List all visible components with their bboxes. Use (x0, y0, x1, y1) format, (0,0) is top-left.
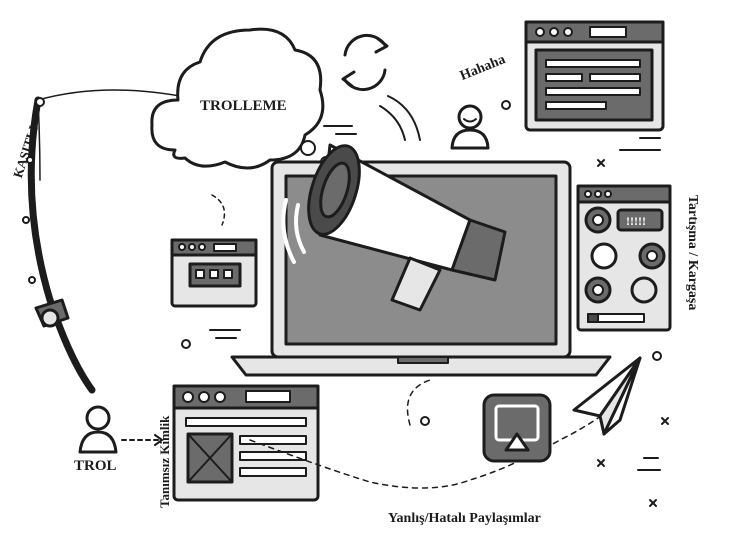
alert-text: !!!!! (626, 214, 646, 228)
label-tanimsiz-kimlik: Tanımsız Kimlik (157, 416, 173, 508)
browser-window-top-right (526, 22, 663, 130)
cast-screen-icon (484, 395, 550, 461)
profile-window (174, 386, 318, 500)
label-tartisma-kargasa: Tartışma / Kargaşa (684, 195, 700, 310)
label-yanlis-paylasimlar: Yanlış/Hatalı Paylaşımlar (388, 511, 541, 527)
person-icon (452, 101, 510, 148)
label-trolleme: TROLLEME (200, 98, 287, 115)
troll-person-icon (80, 407, 162, 452)
debate-panel (578, 186, 670, 330)
refresh-icon (343, 35, 387, 89)
label-trol: TROL (74, 458, 117, 475)
browser-window-small (172, 240, 256, 306)
